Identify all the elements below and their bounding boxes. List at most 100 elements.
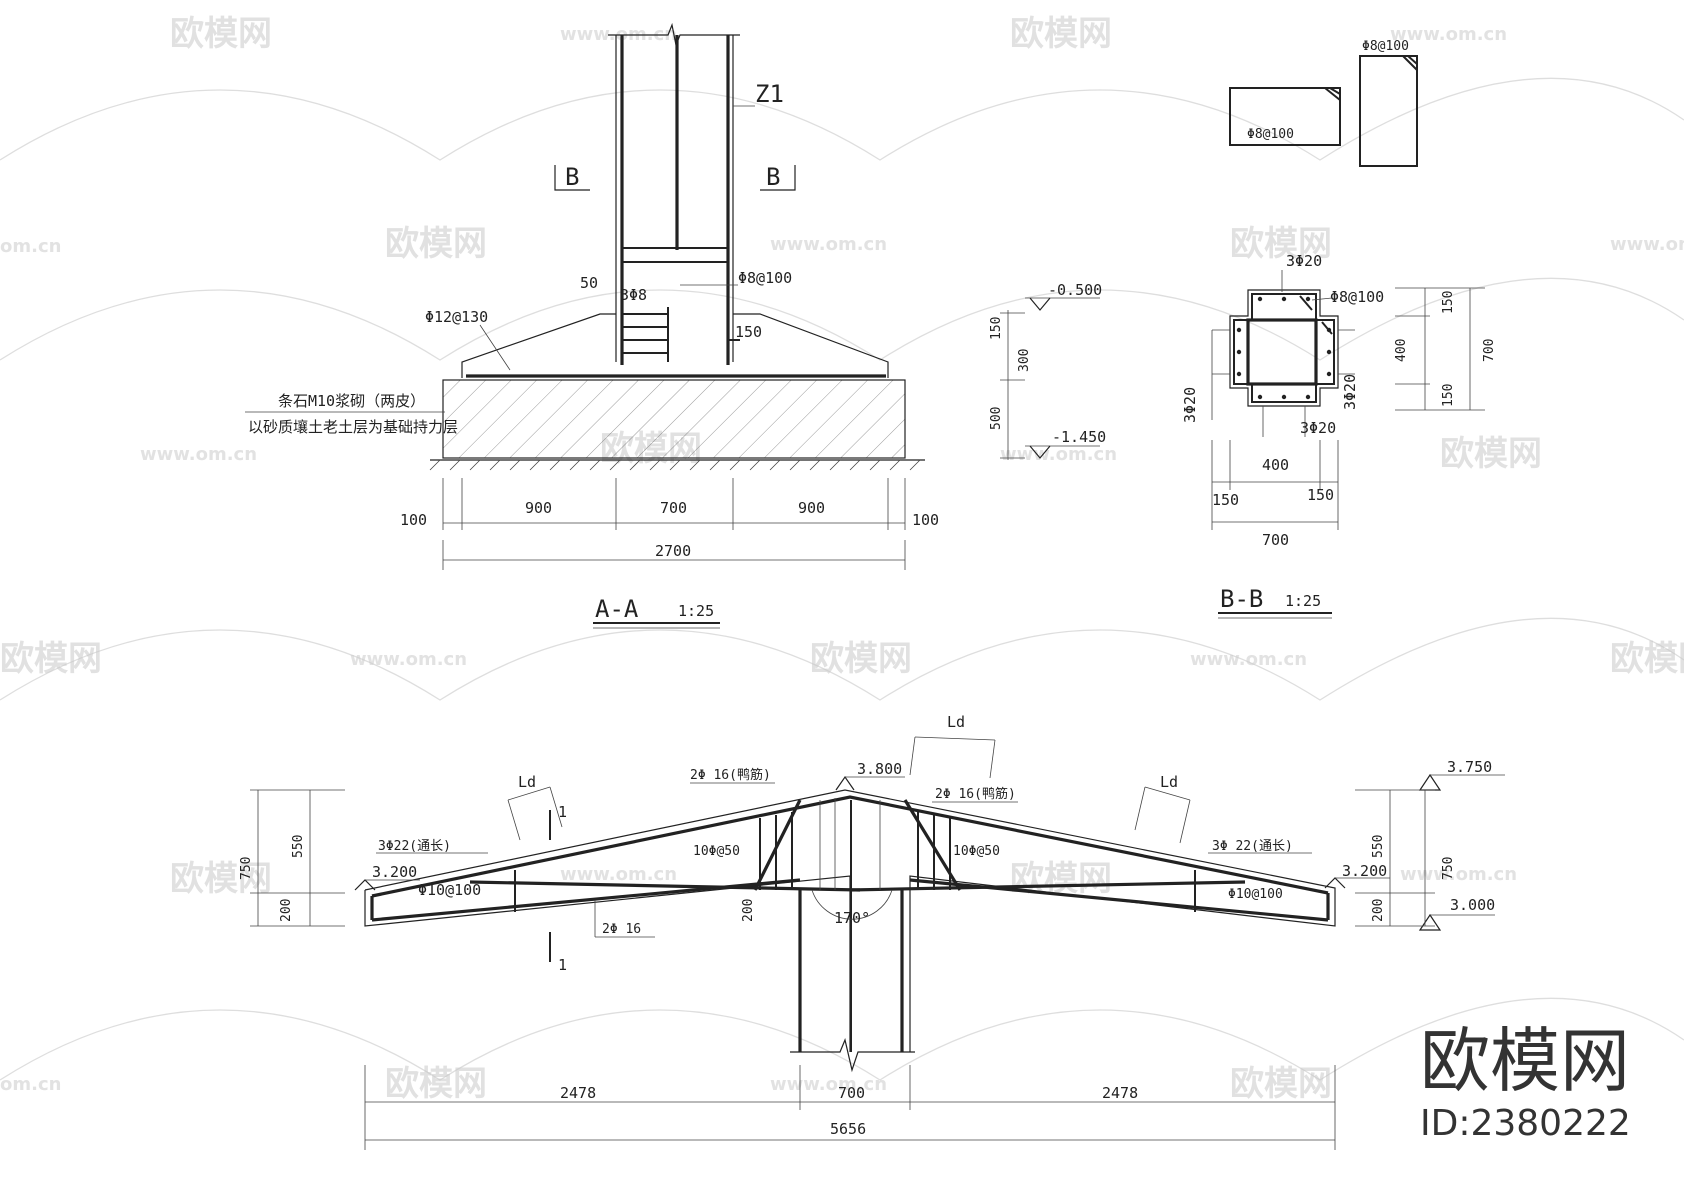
section-bb-title: B-B <box>1220 585 1263 613</box>
section-bb-scale: 1:25 <box>1285 592 1321 610</box>
frame-elevation: 170° 3.800 3.750 3.000 3.200 3.200 Ld Ld… <box>239 713 1505 1150</box>
dim-50-label: 50 <box>580 274 598 292</box>
section-bb: 3Φ20 Φ8@100 3Φ20 3Φ20 3Φ20 150 400 150 7… <box>1181 252 1497 619</box>
dim-2478-left: 2478 <box>560 1084 596 1102</box>
watermark-brand: 欧模网 <box>385 224 487 264</box>
section-aa: Z1 B B Φ8@100 50 3Φ8 150 Φ12@130 条石M10浆砌… <box>245 22 939 629</box>
watermark-brand: 欧模网 <box>0 639 102 679</box>
left-dim-200: 200 <box>279 899 294 922</box>
left-top-bars-label: 3Φ22(通长) <box>378 839 451 854</box>
dim-2478-right: 2478 <box>1102 1084 1138 1102</box>
watermark-url: www.om.cn <box>1000 444 1117 465</box>
dim-total-2700: 2700 <box>655 542 691 560</box>
ld-label-top: Ld <box>947 713 965 731</box>
dim-elev-500: 500 <box>989 407 1004 430</box>
dim-700-mid: 700 <box>838 1084 865 1102</box>
mid-dim-200: 200 <box>741 899 756 922</box>
right-bent-label: 2Φ 16(鸭筋) <box>935 786 1016 802</box>
watermark-url: www.om.cn <box>560 864 677 885</box>
bb-right-bars: 3Φ20 <box>1341 374 1359 410</box>
break-mark <box>608 22 740 48</box>
watermark-brand: 欧模网 <box>1440 434 1542 474</box>
bb-dim-right-mid: 400 <box>1394 339 1409 362</box>
right-dim-200: 200 <box>1371 899 1386 922</box>
watermark-url: www.om.cn <box>140 444 257 465</box>
elev-right-top: 3.750 <box>1447 758 1492 776</box>
dim-left-100: 100 <box>400 511 427 529</box>
dim-700: 700 <box>660 499 687 517</box>
elev-right-low: 3.000 <box>1450 896 1495 914</box>
brand-mark: 欧模网 ID:2380222 <box>1420 1020 1631 1144</box>
bb-dim-bottom-inner: 400 <box>1262 456 1289 474</box>
bb-dim-right-bottom: 150 <box>1441 384 1456 407</box>
watermark-brand: 欧模网 <box>1610 639 1684 679</box>
stirrup-label-left: Φ8@100 <box>1247 127 1294 142</box>
top-chord-rebar <box>371 795 1329 898</box>
bb-left-bars: 3Φ20 <box>1181 387 1199 423</box>
brand-id: ID:2380222 <box>1420 1103 1631 1144</box>
dim-150-label: 150 <box>735 323 762 341</box>
angle-label: 170° <box>834 909 870 927</box>
cut-mark-bottom: 1 <box>558 956 567 974</box>
elev-top: -0.500 <box>1048 281 1102 299</box>
dim-900-right: 900 <box>798 499 825 517</box>
bars-label: 3Φ8 <box>620 286 647 304</box>
watermark-brand: 欧模网 <box>170 14 272 54</box>
watermark-url: www.om.cn <box>770 1074 887 1095</box>
left-dim-550: 550 <box>291 835 306 858</box>
elevation-marks: -0.500 150 300 500 -1.450 <box>989 281 1106 460</box>
bb-dim-bottom-total: 700 <box>1262 531 1289 549</box>
ld-label-left: Ld <box>518 773 536 791</box>
bb-dim-right-top: 150 <box>1441 291 1456 314</box>
bb-dim-right-total: 700 <box>1482 339 1497 362</box>
bb-top-bars: 3Φ20 <box>1286 252 1322 270</box>
brand-logo: 欧模网 <box>1420 1020 1630 1102</box>
right-mid-stirrup-label: 10Φ@50 <box>953 844 1000 859</box>
stirrup-label-top: Φ8@100 <box>1362 39 1409 54</box>
left-mid-stirrup-label: 10Φ@50 <box>693 844 740 859</box>
stirrup-label: Φ8@100 <box>738 269 792 287</box>
watermark-url: om.cn <box>0 236 61 257</box>
dim-total-5656: 5656 <box>830 1120 866 1138</box>
stirrup-rect-vertical <box>1359 55 1418 167</box>
bottom-rebar-label: Φ12@130 <box>425 308 488 326</box>
watermark-url: www.om.cn <box>1190 649 1307 670</box>
left-dim-750: 750 <box>239 857 254 880</box>
left-stirrup-label: Φ10@100 <box>418 881 481 899</box>
watermark-url: www.om.cn <box>350 649 467 670</box>
watermark-url: www.om.cn <box>1610 234 1684 255</box>
watermark-brand: 欧模网 <box>1010 14 1112 54</box>
elev-apex: 3.800 <box>857 760 902 778</box>
right-dim-750: 750 <box>1441 857 1456 880</box>
masonry-base <box>442 379 906 459</box>
left-bent-label: 2Φ 16(鸭筋) <box>690 767 771 783</box>
right-dim-550: 550 <box>1371 835 1386 858</box>
stirrup-rect-horizontal <box>1229 87 1341 146</box>
elev-bottom: -1.450 <box>1052 428 1106 446</box>
cut-label-right: B <box>766 163 780 191</box>
ground-hatch <box>429 459 921 471</box>
ld-label-right: Ld <box>1160 773 1178 791</box>
bb-bottom-bars: 3Φ20 <box>1300 419 1336 437</box>
bottom-bars-label: 2Φ 16 <box>602 922 641 937</box>
cut-mark-top: 1 <box>558 803 567 821</box>
elev-left-end: 3.200 <box>372 863 417 881</box>
elev-right-end: 3.200 <box>1342 862 1387 880</box>
bb-dim-bottom-right: 150 <box>1307 486 1334 504</box>
watermark-brand: 欧模网 <box>810 639 912 679</box>
dim-elev-150: 150 <box>989 317 1004 340</box>
cut-label-left: B <box>565 163 579 191</box>
watermark-brand: 欧模网 <box>170 859 272 899</box>
bb-dim-bottom-left: 150 <box>1212 491 1239 509</box>
stirrup-detail: Φ8@100 Φ8@100 <box>1229 39 1418 167</box>
note-bearing-layer: 以砂质壤土老土层为基础持力层 <box>248 418 458 436</box>
dim-900-left: 900 <box>525 499 552 517</box>
watermark-url: www.om.cn <box>1390 24 1507 45</box>
dim-right-100: 100 <box>912 511 939 529</box>
watermark-brand: 欧模网 <box>1230 1064 1332 1104</box>
watermark-brand: 欧模网 <box>1230 224 1332 264</box>
dim-elev-300: 300 <box>1017 349 1032 372</box>
watermark-brand: 欧模网 <box>385 1064 487 1104</box>
right-top-bars-label: 3Φ 22(通长) <box>1212 839 1293 854</box>
